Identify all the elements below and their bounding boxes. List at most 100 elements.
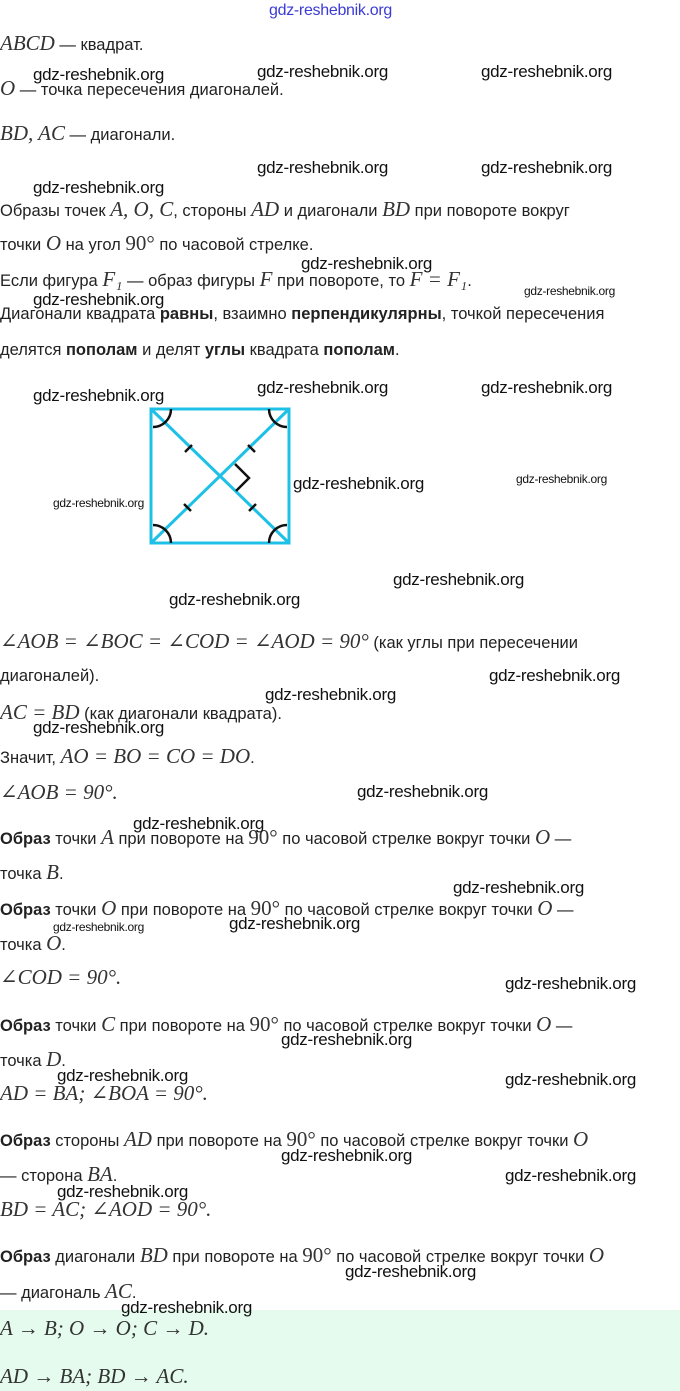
text: на угол <box>60 236 126 254</box>
watermark: gdz-reshebnik.org <box>57 1182 188 1201</box>
answer-box <box>0 1310 680 1391</box>
text: при повороте вокруг <box>410 202 570 220</box>
math-expression: F = F₁ <box>409 267 468 291</box>
math-expression: O <box>0 76 16 100</box>
text: (как углы при пересечении <box>368 634 578 652</box>
watermark: gdz-reshebnik.org <box>257 62 388 81</box>
text: точки <box>0 236 46 254</box>
watermark: gdz-reshebnik.org <box>33 290 164 309</box>
watermark: gdz-reshebnik.org <box>453 878 584 897</box>
math-expression: F₁ <box>102 267 123 291</box>
text: точки <box>50 1017 102 1035</box>
text: при повороте на <box>116 901 251 919</box>
bold-text: углы <box>204 341 246 359</box>
math-expression: A → B; O → O; C → D. <box>0 1316 210 1340</box>
solution-line: Если фигура F₁ — образ фигуры F при пово… <box>0 267 472 293</box>
math-expression: A <box>101 825 114 849</box>
text: . <box>131 1284 137 1302</box>
math-expression: D <box>46 1047 62 1071</box>
text: — диагональ <box>0 1284 106 1302</box>
watermark: gdz-reshebnik.org <box>505 974 636 993</box>
math-expression: A, O, C <box>110 197 174 221</box>
watermark: gdz-reshebnik.org <box>481 158 612 177</box>
solution-line: — диагональ AC. <box>0 1279 136 1305</box>
answer-line: AD → BA; BD → AC. <box>0 1364 189 1390</box>
text: . <box>250 749 255 767</box>
text: , точкой пересечения <box>441 305 605 323</box>
math-expression: BD <box>139 1243 168 1267</box>
math-expression: O <box>101 896 117 920</box>
solution-line: ∠AOB = ∠BOC = ∠COD = ∠AOD = 90° (как угл… <box>0 629 578 655</box>
text: по часовой стрелке вокруг точки <box>278 1017 537 1035</box>
bold-text: Образ <box>0 1248 51 1266</box>
bold-text: пополам <box>323 341 395 359</box>
solution-line: AC = BD (как диагонали квадрата). <box>0 700 282 726</box>
watermark: gdz-reshebnik.org <box>489 666 620 685</box>
watermark: gdz-reshebnik.org <box>133 814 264 833</box>
text: при повороте на <box>167 1248 303 1266</box>
text: стороны <box>50 1132 124 1150</box>
text: точка <box>0 936 47 954</box>
watermark: gdz-reshebnik.org <box>169 590 300 609</box>
text: диагоналей). <box>0 667 100 685</box>
text: . <box>58 865 64 883</box>
watermark: gdz-reshebnik.org <box>33 386 164 405</box>
solution-line: Образ диагонали BD при повороте на 90° п… <box>0 1243 604 1269</box>
text: при повороте, то <box>272 272 410 290</box>
math-expression: B <box>46 860 59 884</box>
solution-line: Образ точки A при повороте на 90° по час… <box>0 825 571 851</box>
text: по часовой стрелке вокруг точки <box>277 830 535 848</box>
watermark: gdz-reshebnik.org <box>516 472 607 486</box>
text: квадрата <box>245 341 324 359</box>
watermark: gdz-reshebnik.org <box>265 685 396 704</box>
text: (как диагонали квадрата). <box>79 705 282 723</box>
watermark: gdz-reshebnik.org <box>281 1146 412 1165</box>
solution-line: Диагонали квадрата равны, взаимно перпен… <box>0 302 604 326</box>
watermark: gdz-reshebnik.org <box>293 474 424 493</box>
math-expression: O <box>588 1243 605 1267</box>
watermark: gdz-reshebnik.org <box>301 254 432 273</box>
solution-line: — сторона BA. <box>0 1162 117 1188</box>
text: — диагонали. <box>64 126 176 144</box>
watermark: gdz-reshebnik.org <box>393 570 524 589</box>
math-expression: C <box>101 1012 116 1036</box>
text: точка <box>0 865 47 883</box>
math-expression: AD <box>123 1127 152 1151</box>
math-expression: 90° <box>250 896 281 920</box>
angle-marks <box>152 408 288 544</box>
solution-line: диагоналей). <box>0 664 99 688</box>
site-watermark-top[interactable]: gdz-reshebnik.org <box>269 2 392 19</box>
square-diagram <box>149 407 291 545</box>
math-expression: AD = BA; ∠BOA = 90°. <box>0 1081 208 1105</box>
watermark: gdz-reshebnik.org <box>481 62 612 81</box>
math-expression: O <box>45 231 61 255</box>
text: — <box>550 830 572 848</box>
bold-text: Образ <box>0 901 51 919</box>
math-expression: O <box>537 896 553 920</box>
text: — сторона <box>0 1167 88 1185</box>
bold-text: Образ <box>0 1132 51 1150</box>
watermark: gdz-reshebnik.org <box>33 65 164 84</box>
bold-text: пополам <box>65 341 138 359</box>
math-expression: ABCD <box>0 31 55 55</box>
solution-line: BD, AC — диагонали. <box>0 121 175 147</box>
bold-text: перпендикулярны <box>291 305 442 323</box>
text: . <box>112 1167 118 1185</box>
math-expression: AC = BD <box>0 700 80 724</box>
watermark: gdz-reshebnik.org <box>505 1166 636 1185</box>
text: — образ фигуры <box>122 272 260 290</box>
text: , стороны <box>173 202 252 220</box>
math-expression: BD = AC; ∠AOD = 90°. <box>0 1197 212 1221</box>
watermark: gdz-reshebnik.org <box>481 378 612 397</box>
math-expression: O <box>536 1012 552 1036</box>
diagonal-ac <box>149 407 291 545</box>
watermark: gdz-reshebnik.org <box>33 178 164 197</box>
watermark: gdz-reshebnik.org <box>229 914 360 933</box>
answer-line: A → B; O → O; C → D. <box>0 1316 209 1342</box>
bold-text: Образ <box>0 1017 51 1035</box>
watermark: gdz-reshebnik.org <box>505 1070 636 1089</box>
watermark: gdz-reshebnik.org <box>345 1262 476 1281</box>
solution-line: делятся пополам и делят углы квадрата по… <box>0 338 400 362</box>
text: точки <box>50 830 102 848</box>
solution-line: O — точка пересечения диагоналей. <box>0 76 284 102</box>
